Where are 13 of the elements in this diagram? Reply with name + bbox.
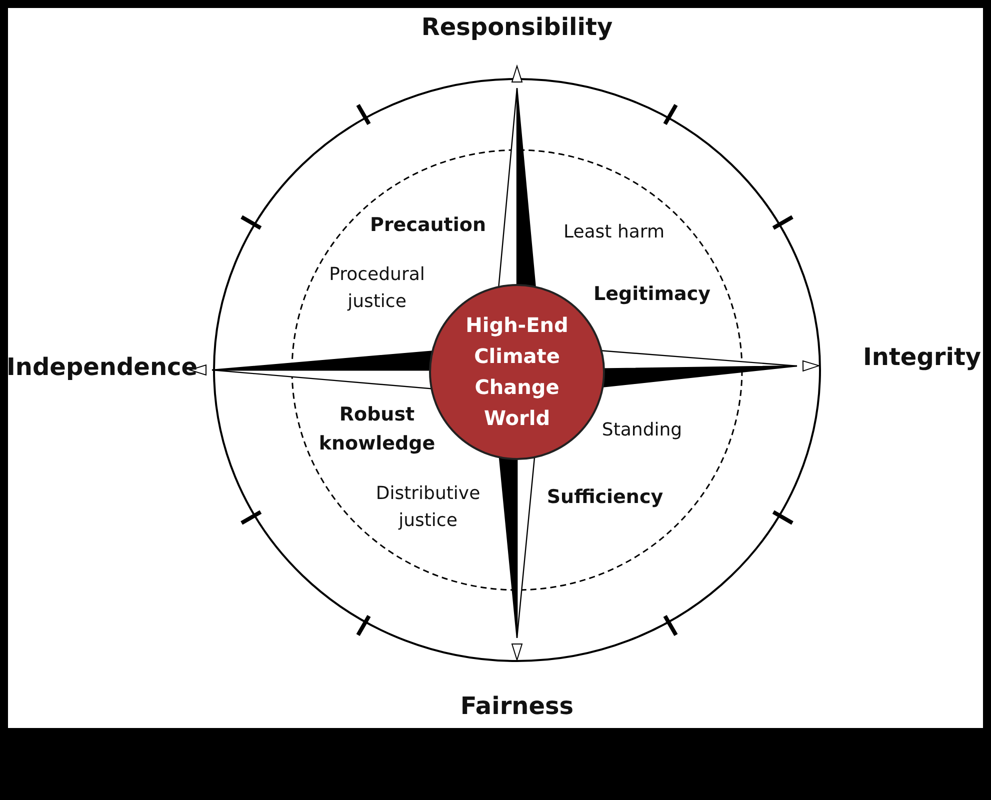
value-label: Robust knowledge bbox=[318, 402, 436, 456]
value-label: Sufficiency bbox=[546, 484, 664, 510]
value-label: Standing bbox=[600, 418, 684, 442]
value-label: Procedural justice bbox=[328, 263, 426, 314]
value-label: Legitimacy bbox=[592, 282, 712, 307]
direction-label: Integrity bbox=[862, 342, 982, 373]
value-label: Distributive justice bbox=[374, 482, 482, 533]
direction-label: Independence bbox=[5, 352, 199, 383]
value-label: Least harm bbox=[562, 220, 666, 244]
direction-label: Responsibility bbox=[420, 12, 614, 43]
value-label: Precaution bbox=[369, 212, 487, 238]
direction-label: Fairness bbox=[459, 691, 575, 722]
center-title: High-End Climate Change World bbox=[464, 312, 570, 432]
